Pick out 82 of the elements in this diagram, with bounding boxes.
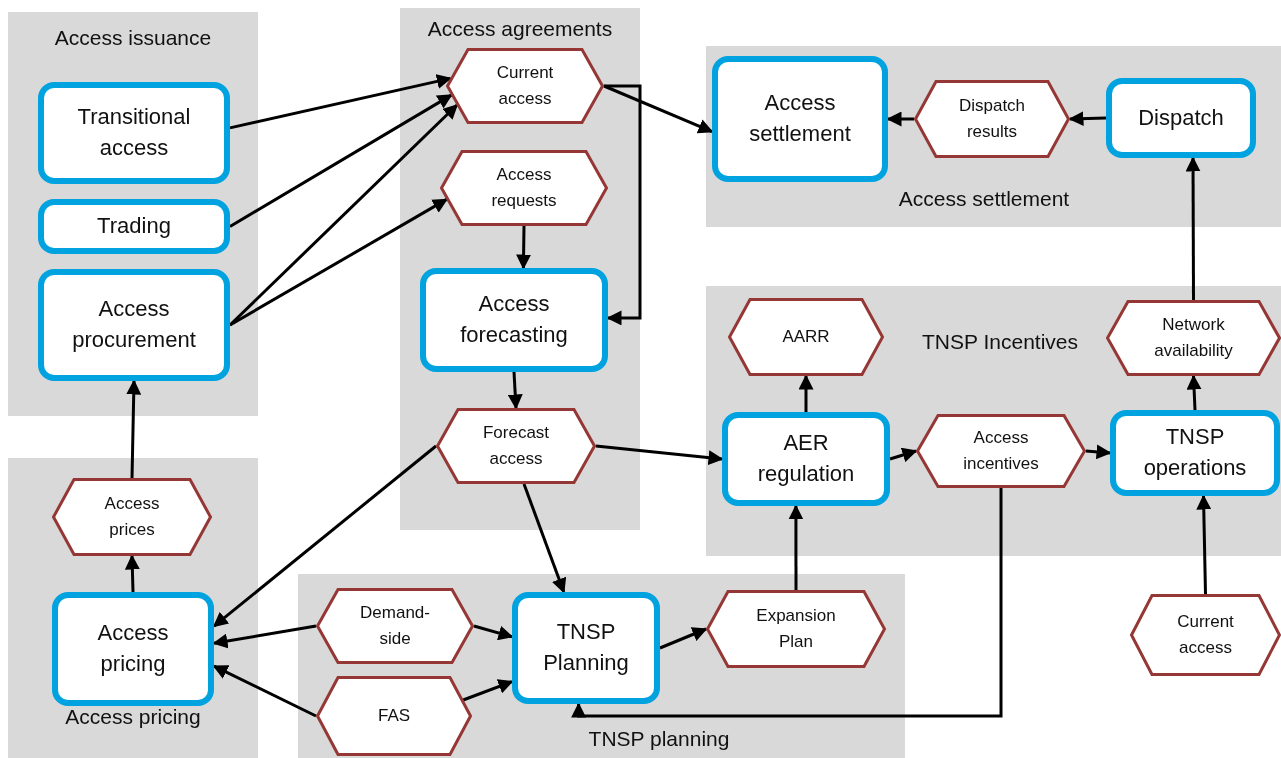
data-hexagon — [916, 414, 1086, 488]
hexagon-label: Access requests — [490, 163, 558, 212]
group-title: Access pricing — [65, 705, 201, 729]
process-box — [512, 592, 660, 704]
arrow — [788, 504, 804, 590]
process-box — [722, 412, 890, 506]
arrow — [1196, 494, 1212, 595]
hexagon-label: Access incentives — [962, 426, 1040, 475]
process-box — [1110, 410, 1280, 496]
arrow — [1068, 111, 1107, 127]
data-hexagon — [706, 590, 886, 668]
arrow — [229, 74, 452, 130]
hexagon-label: Forecast access — [481, 421, 551, 470]
process-box — [38, 269, 230, 381]
arrow — [659, 627, 708, 650]
hexagon-label: FAS — [376, 704, 412, 727]
process-label: Trading — [96, 212, 172, 241]
hexagon-label: Dispatch results — [957, 94, 1027, 143]
process-label: Access settlement — [748, 89, 852, 148]
data-hexagon — [440, 150, 608, 226]
arrow — [798, 374, 814, 412]
arrow — [473, 624, 514, 641]
data-hexagon — [52, 478, 212, 556]
process-box — [420, 268, 608, 372]
group-panel — [706, 286, 1281, 556]
arrow — [1085, 444, 1112, 460]
hexagon-label: Access prices — [103, 492, 161, 541]
arrow — [516, 225, 532, 270]
arrow — [595, 444, 724, 466]
group-panel — [8, 12, 258, 416]
arrow — [212, 664, 317, 718]
arrow — [229, 93, 453, 228]
process-label: Access forecasting — [459, 290, 569, 349]
process-box — [38, 199, 230, 254]
arrow — [126, 379, 142, 479]
data-hexagon — [446, 48, 604, 124]
hexagon-label: Current access — [495, 61, 555, 110]
process-label: Access procurement — [71, 295, 197, 354]
data-hexagon — [728, 298, 884, 376]
arrow — [124, 554, 140, 593]
arrow — [229, 198, 448, 327]
group-panel — [400, 8, 640, 530]
group-panel — [706, 46, 1281, 227]
group-title: TNSP planning — [588, 727, 730, 751]
data-hexagon — [316, 676, 472, 756]
group-title: Access agreements — [427, 17, 613, 41]
arrow — [212, 444, 437, 628]
process-box — [1106, 78, 1256, 158]
process-label: Dispatch — [1137, 103, 1225, 132]
arrow — [886, 111, 914, 127]
process-box — [38, 82, 230, 184]
data-hexagon — [316, 588, 474, 664]
arrow — [212, 624, 317, 649]
arrow — [462, 679, 514, 702]
process-box — [712, 56, 888, 182]
process-label: Transitional access — [76, 103, 192, 162]
arrow — [889, 447, 918, 463]
arrow — [522, 483, 567, 594]
process-label: TNSP operations — [1142, 423, 1248, 482]
process-box — [52, 592, 214, 706]
data-hexagon — [1106, 300, 1281, 376]
process-label: Access pricing — [96, 619, 170, 678]
hexagon-label: Expansion Plan — [755, 604, 837, 653]
group-title: Access issuance — [54, 26, 212, 50]
hexagon-label: Demand-side — [359, 601, 431, 650]
arrow — [507, 371, 523, 410]
process-label: TNSP Planning — [542, 618, 630, 677]
data-hexagon — [1130, 594, 1281, 676]
arrow — [1186, 374, 1202, 411]
group-panel — [298, 574, 905, 758]
group-panel — [8, 458, 258, 758]
arrow — [1185, 156, 1201, 300]
hexagon-label: Network availability — [1153, 313, 1234, 362]
data-hexagon — [914, 80, 1070, 158]
group-title: Access settlement — [898, 187, 1070, 211]
hexagon-label: Current access — [1176, 610, 1235, 659]
hexagon-label: AARR — [781, 325, 831, 348]
group-title: TNSP Incentives — [922, 330, 1078, 354]
data-hexagon — [436, 408, 596, 484]
arrow — [571, 488, 1003, 718]
arrow — [604, 84, 642, 326]
process-label: AER regulation — [756, 429, 856, 488]
